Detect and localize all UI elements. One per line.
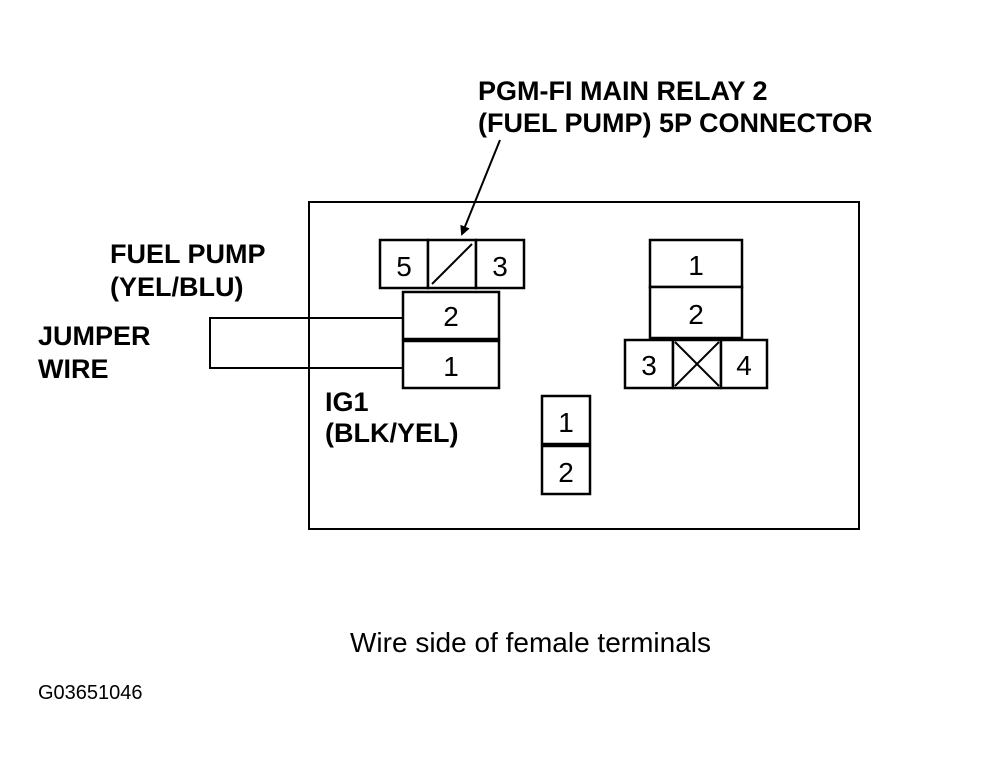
pin-1-cell [648,238,744,289]
connector-panel-outline [308,201,860,530]
pin-2-number: 2 [558,457,574,488]
figure-code: G03651046 [38,682,143,704]
callout-arrow [460,139,501,236]
pin-4-slash [431,243,473,285]
pin-1-cell [401,339,501,390]
connector-5p: 5 3 2 1 [378,238,526,390]
pin-1-number: 1 [558,407,574,438]
jumper-wire-label: WIRE [38,354,109,384]
blank-cell-cross-b [674,341,720,387]
fuel-pump-wire-color: (YEL/BLU) [110,272,243,302]
pin-3-number: 3 [492,251,508,282]
pin-5-cell [378,238,430,290]
pin-1-number: 1 [443,351,459,382]
pin-2-number: 2 [443,301,459,332]
pin-2-number: 2 [688,299,704,330]
jumper-wire [209,317,403,369]
ig1-wire-color: (BLK/YEL) [325,418,458,448]
pin-2-cell [648,285,744,340]
pin-4-cell [719,338,769,390]
pin-2-cell [540,444,592,496]
fuel-pump-label: FUEL PUMP [110,239,266,269]
pin-1-cell [540,394,592,446]
jumper-label: JUMPER [38,321,151,351]
connector-2p: 1 2 [540,394,592,496]
pin-3-cell [474,238,526,290]
callout-title-line1: PGM-FI MAIN RELAY 2 [478,76,768,106]
pin-1-number: 1 [688,250,704,281]
pin-3-cell [623,338,675,390]
pin-3-number: 3 [641,350,657,381]
pin-2-cell [401,290,501,341]
callout-title-line2: (FUEL PUMP) 5P CONNECTOR [478,108,873,138]
pin-4-number: 4 [736,350,752,381]
connector-4p: 1 2 3 4 [623,238,769,390]
pin-5-number: 5 [396,251,412,282]
view-caption: Wire side of female terminals [350,627,711,658]
ig1-label: IG1 [325,387,369,417]
